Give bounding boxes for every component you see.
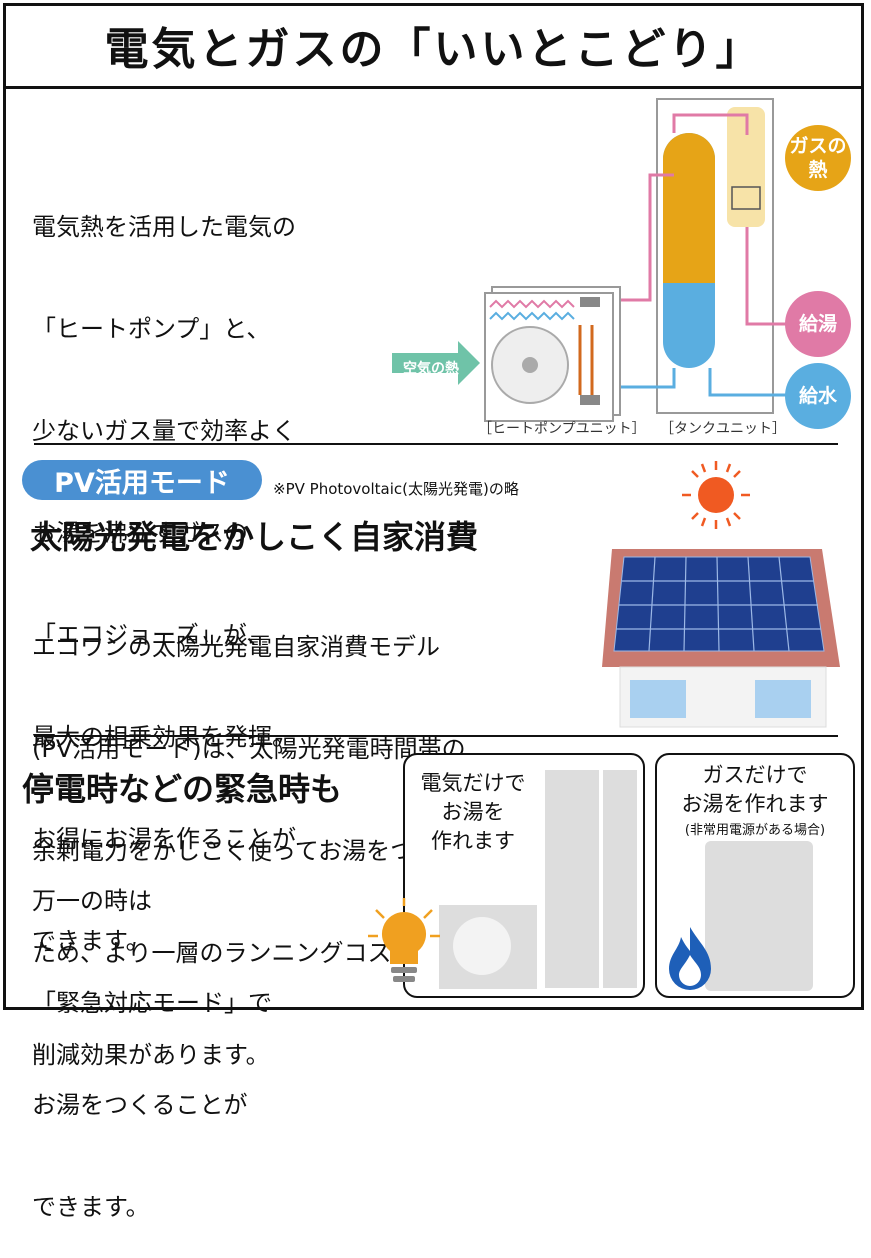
sun-icon	[682, 461, 750, 529]
air-heat-arrow	[392, 341, 480, 385]
emergency-text: 万一の時は 「緊急対応モード」で お湯をつくることが できます。	[32, 816, 272, 1258]
gas-heat-circle: ガスの 熱	[785, 125, 851, 191]
pv-line: ため、より一層のランニングコスト	[32, 939, 416, 967]
pv-line: エコワンの太陽光発電自家消費モデル	[32, 633, 440, 661]
refrigerant-pipe	[578, 325, 594, 395]
flame-icon	[669, 927, 711, 990]
tank-unit-image	[545, 770, 599, 988]
heat-coil	[489, 299, 575, 309]
solar-house-illustration	[602, 461, 840, 728]
emergency-heading: 停電時などの緊急時も	[22, 770, 343, 808]
emergency-line: 万一の時は	[32, 887, 152, 915]
gas-only-note: (非常用電源がある場合)	[684, 823, 826, 838]
window	[630, 680, 686, 718]
intro-line: 電気熱を活用した電気の	[32, 213, 296, 241]
emergency-line: お湯をつくることが	[32, 1091, 248, 1119]
window	[755, 680, 811, 718]
gas-water-heater-image	[705, 841, 813, 991]
intro-line: 「ヒートポンプ」と、	[32, 315, 271, 343]
tank-top	[663, 133, 715, 283]
divider	[34, 443, 838, 445]
hot-water-circle: 給湯	[785, 291, 851, 357]
return-pipe	[610, 173, 674, 302]
title-bar: 電気とガスの「いいとこどり」	[3, 3, 864, 89]
pv-heading: 太陽光発電をかしこく自家消費	[30, 518, 479, 556]
system-diagram	[392, 98, 788, 422]
water-supply-circle: 給水	[785, 363, 851, 429]
hot-pipe	[672, 113, 749, 135]
emergency-line: 「緊急対応モード」で	[32, 989, 272, 1017]
pv-line: (PV活用モード)は、太陽光発電時間帯の	[32, 735, 466, 763]
intro-line: 「エコジョーズ」が、	[32, 621, 271, 649]
intro-line: お湯を沸かすガスの	[32, 519, 248, 547]
intro-line: できます。	[32, 927, 150, 955]
page-frame	[3, 3, 864, 1010]
pv-note: ※PV Photovoltaic(太陽光発電)の略	[273, 480, 519, 498]
divider	[34, 735, 838, 737]
intro-line: 最大の相乗効果を発揮。	[32, 723, 296, 751]
gas-unit	[727, 107, 765, 227]
cold-in-pipe	[708, 368, 788, 397]
gas-only-text: ガスだけで お湯を作れます	[681, 763, 829, 816]
tank-unit-label: ［タンクユニット］	[660, 421, 786, 437]
intro-line: 少ないガス量で効率よく	[32, 417, 296, 445]
cold-pipe	[610, 368, 676, 389]
pv-line: 余剰電力をかしこく使ってお湯をつくる	[32, 837, 462, 865]
cold-coil	[489, 311, 575, 321]
hot-out-pipe	[745, 227, 788, 326]
air-heat-label: 空気の熱	[403, 361, 459, 377]
electric-only-box: 電気だけで お湯を 作れます	[403, 753, 645, 998]
pv-badge: PV活用モード	[22, 460, 262, 500]
intro-line: お得にお湯を作ることが	[32, 825, 296, 853]
page-title: 電気とガスの「いいとこどり」	[104, 23, 763, 75]
heat-pump-unit-label: ［ヒートポンプユニット］	[478, 421, 646, 437]
lightbulb-icon	[368, 898, 440, 982]
electric-only-text: 電気だけで お湯を 作れます	[420, 771, 526, 853]
gas-burner	[731, 186, 761, 210]
emergency-line: できます。	[32, 1193, 150, 1221]
gas-only-box: ガスだけで お湯を作れます (非常用電源がある場合)	[655, 753, 855, 998]
heat-pump-image	[439, 905, 537, 989]
intro-text: 電気熱を活用した電気の 「ヒートポンプ」と、 少ないガス量で効率よく お湯を沸か…	[32, 142, 296, 992]
